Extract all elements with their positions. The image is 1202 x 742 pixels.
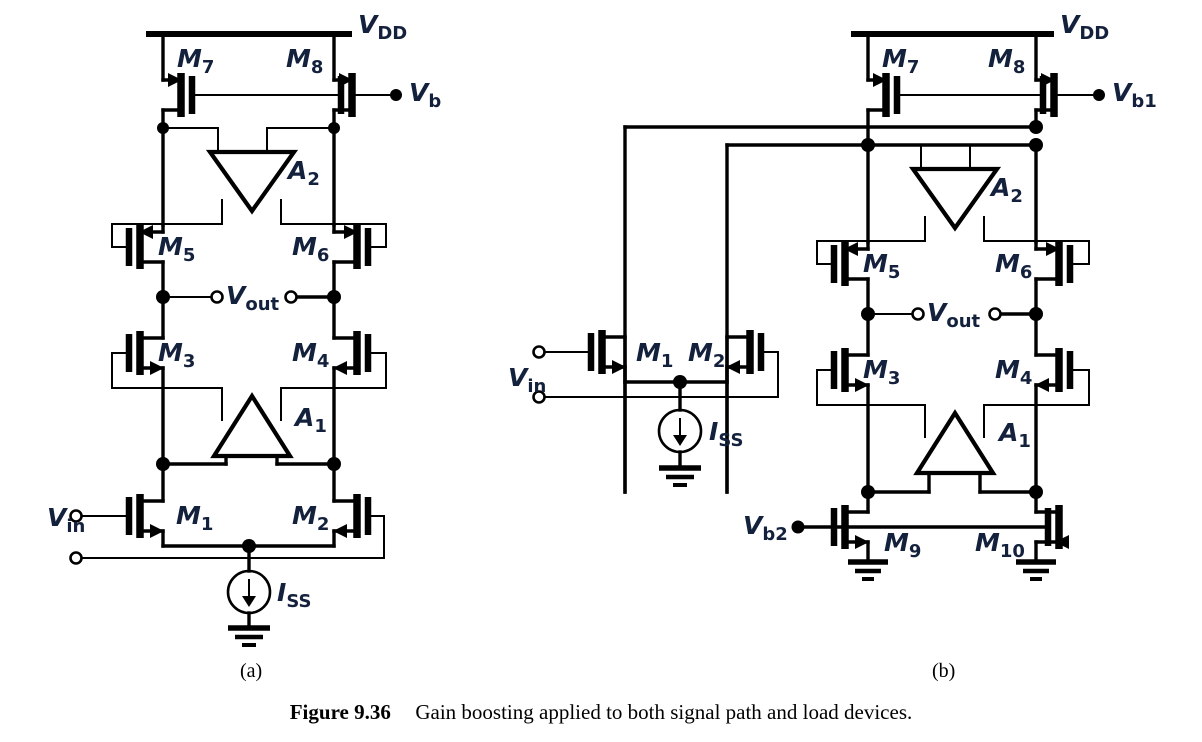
m6-label-b: M6 <box>995 249 1033 283</box>
circuit-a-graphics <box>69 31 402 647</box>
vout-terminal-left-b <box>911 307 925 321</box>
circuit-b-graphics <box>532 31 1105 581</box>
m9-label-b: M9 <box>884 528 922 562</box>
m7-label-a: M7 <box>177 44 215 78</box>
vdd-label-a: VDD <box>358 10 408 44</box>
vout-terminal-right-a <box>284 290 298 304</box>
amplifier-a2-b <box>908 166 1002 232</box>
transistor-m6-b <box>1034 240 1090 316</box>
node-fb-right-b <box>1029 120 1043 134</box>
vout-terminal-left-a <box>210 290 224 304</box>
transistor-m4-a <box>280 295 387 466</box>
m5-label-a: M5 <box>158 232 196 266</box>
caption-text: Gain boosting applied to both signal pat… <box>415 700 913 724</box>
m3-label-b: M3 <box>863 355 901 389</box>
m1-label-a: M1 <box>176 501 214 535</box>
transistor-m2-b <box>532 330 779 494</box>
transistor-m8-a <box>332 34 402 130</box>
transistor-m1-b <box>532 330 682 494</box>
amplifier-a1-a <box>210 392 294 459</box>
m7-label-b: M7 <box>882 44 920 78</box>
a2-label-b: A2 <box>991 173 1023 207</box>
vin-terminal-bottom-a <box>69 551 83 565</box>
m4-label-a: M4 <box>292 338 330 372</box>
transistor-m3-a <box>111 295 223 466</box>
vb1-terminal-dot-b <box>1093 89 1105 101</box>
ground-symbol-m10-b <box>1016 559 1056 581</box>
ground-symbol-iss-b <box>659 465 701 487</box>
caption-label: Figure 9.36 <box>289 700 391 724</box>
ground-symbol-m9-b <box>848 559 888 581</box>
m10-label-b: M10 <box>975 528 1025 562</box>
transistor-m5-b <box>816 240 870 316</box>
m5-label-b: M5 <box>863 249 901 283</box>
m1-label-b: M1 <box>636 338 674 372</box>
vin-label-b: Vin <box>508 363 547 397</box>
part-b-label: (b) <box>932 660 956 682</box>
transistor-m1-a <box>69 462 251 548</box>
amplifier-a2-a <box>205 149 299 215</box>
m2-label-b: M2 <box>688 338 726 372</box>
transistor-m6-a <box>332 223 387 299</box>
transistor-m2-a <box>69 462 385 565</box>
transistor-m3-b <box>816 312 926 494</box>
vb1-label-b: Vb1 <box>1112 78 1157 112</box>
transistor-m7-a <box>161 34 342 130</box>
part-a-label: (a) <box>240 660 263 682</box>
transistor-m10-b <box>832 490 1069 564</box>
vout-terminal-right-b <box>988 307 1002 321</box>
a1-label-b: A1 <box>999 418 1031 452</box>
amplifier-a1-b <box>913 409 997 476</box>
vin-label-a: Vin <box>47 503 86 537</box>
vdd-label-b: VDD <box>1060 10 1110 44</box>
m6-label-a: M6 <box>292 232 330 266</box>
m3-label-a: M3 <box>158 338 196 372</box>
m4-label-b: M4 <box>995 355 1033 389</box>
vb2-terminal-dot-b <box>791 520 805 534</box>
figure-caption: Figure 9.36 Gain boosting applied to bot… <box>0 700 1202 725</box>
vb-terminal-dot-a <box>390 89 402 101</box>
transistor-m8-b <box>1034 34 1105 130</box>
vin-terminal-bottom-b <box>532 390 546 404</box>
transistor-m5-a <box>111 223 165 299</box>
vout-label-a: Vout <box>226 281 280 315</box>
vb-label-a: Vb <box>409 78 442 112</box>
a2-label-a: A2 <box>288 156 320 190</box>
m2-label-a: M2 <box>292 501 330 535</box>
a1-label-a: A1 <box>295 403 327 437</box>
m8-label-a: M8 <box>286 44 324 78</box>
iss-label-b: ISS <box>709 417 744 451</box>
iss-label-a: ISS <box>277 578 312 612</box>
m8-label-b: M8 <box>988 44 1026 78</box>
transistor-m4-b <box>983 312 1090 494</box>
ground-symbol-a <box>228 625 270 647</box>
vb2-label-b: Vb2 <box>743 511 788 545</box>
vin-terminal-top-a <box>69 509 83 523</box>
vout-label-b: Vout <box>927 298 981 332</box>
vin-terminal-top-b <box>532 345 546 359</box>
